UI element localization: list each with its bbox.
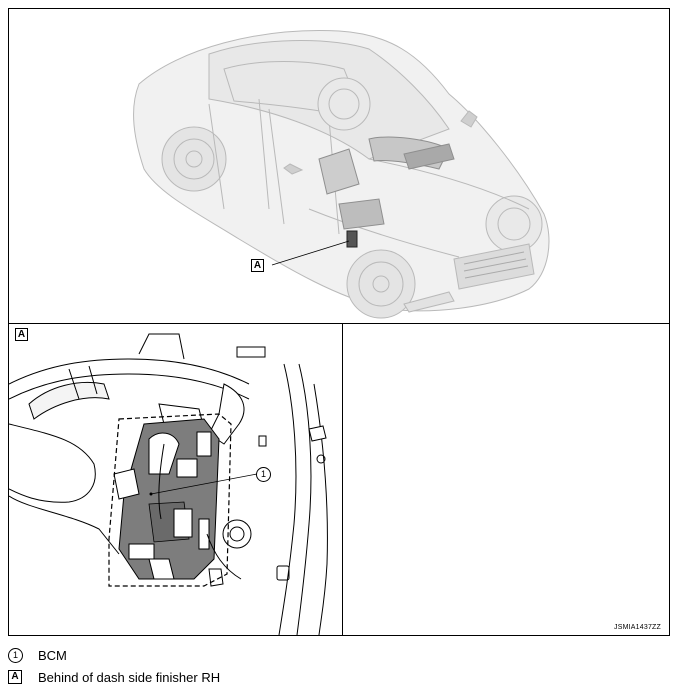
callout-a-leader bbox=[271, 240, 350, 266]
legend-text-bcm: BCM bbox=[38, 647, 67, 663]
legend: 1 BCM A Behind of dash side finisher RH bbox=[8, 644, 668, 688]
image-code: JSMIA1437ZZ bbox=[614, 624, 661, 631]
legend-symbol-1: 1 bbox=[8, 647, 23, 663]
bcm-location-marker bbox=[346, 230, 358, 248]
callout-a-label: A bbox=[251, 259, 264, 272]
empty-panel: JSMIA1437ZZ bbox=[343, 324, 669, 635]
bcm-dashed-outline bbox=[108, 413, 232, 587]
bcm-detail-illustration bbox=[9, 333, 328, 635]
detail-view-label: A bbox=[15, 328, 28, 341]
legend-item-a: A Behind of dash side finisher RH bbox=[8, 666, 668, 688]
callout-1-label: 1 bbox=[256, 467, 271, 482]
legend-item-bcm: 1 BCM bbox=[8, 644, 668, 666]
vehicle-phantom-illustration bbox=[133, 30, 550, 319]
legend-symbol-a: A bbox=[8, 670, 22, 684]
callout-1-leader bbox=[150, 473, 258, 495]
legend-text-a: Behind of dash side finisher RH bbox=[38, 669, 221, 685]
figure-frame: A A bbox=[8, 8, 670, 636]
detail-view-a-panel: A bbox=[9, 324, 343, 635]
vehicle-overview-panel: A bbox=[9, 9, 669, 324]
